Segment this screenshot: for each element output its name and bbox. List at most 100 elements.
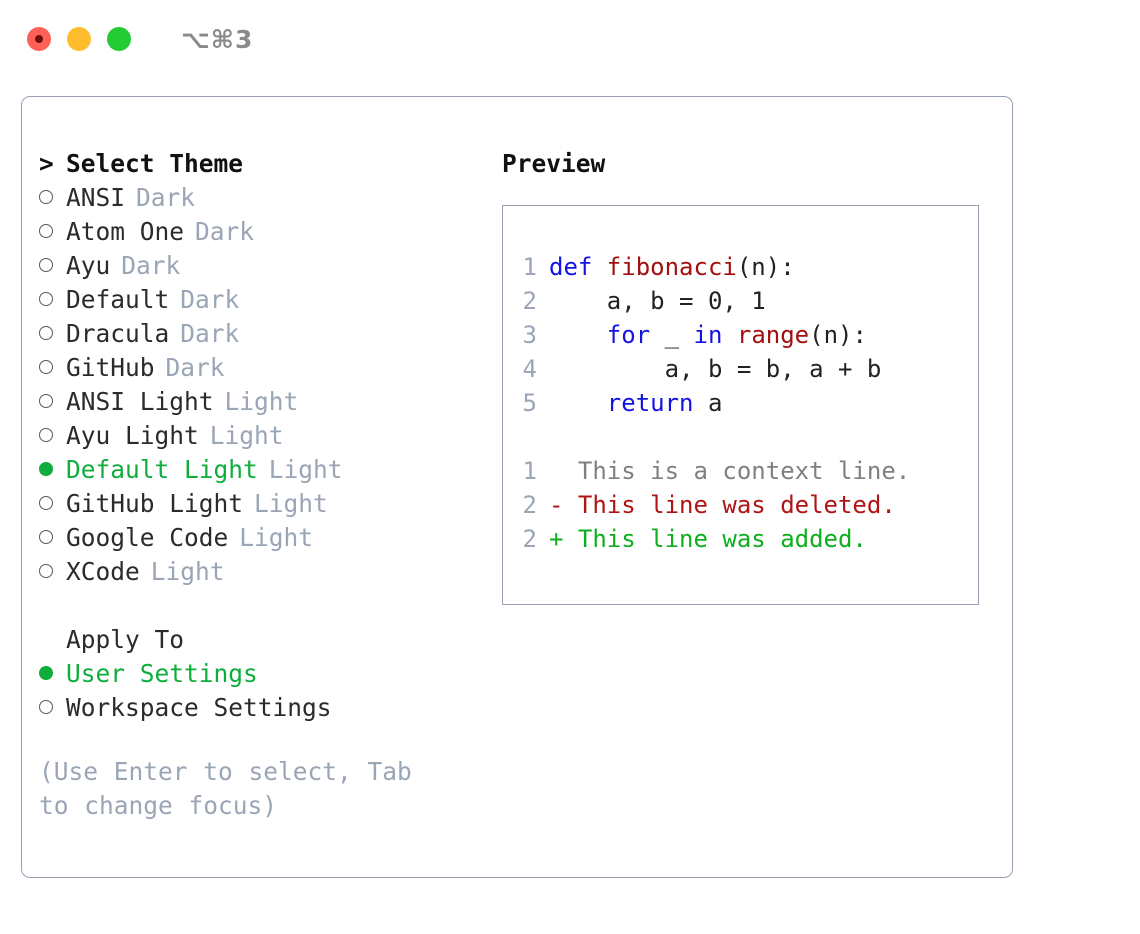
theme-variant-tag: Light <box>268 455 343 484</box>
theme-variant-tag: Light <box>254 489 328 518</box>
theme-list-item[interactable]: Atom One Dark <box>39 215 492 249</box>
diff-content: This is a context line. <box>549 457 911 485</box>
theme-picker-header: > Select Theme <box>39 147 492 181</box>
theme-variant-tag: Dark <box>180 319 240 348</box>
preview-gap <box>503 420 978 454</box>
theme-list-item[interactable]: GitHub Light Light <box>39 487 492 521</box>
page-title: Select Theme <box>66 149 244 178</box>
code-line: 1 def fibonacci(n): <box>503 250 978 284</box>
theme-list-item[interactable]: Dracula Dark <box>39 317 492 351</box>
theme-list-item[interactable]: ANSI Dark <box>39 181 492 215</box>
radio-unselected-icon[interactable] <box>39 283 66 317</box>
window-controls <box>27 27 131 51</box>
theme-name: GitHub Light <box>66 489 244 518</box>
theme-name: ANSI <box>66 183 126 212</box>
line-number: 4 <box>522 355 537 383</box>
theme-name: Ayu <box>66 251 111 280</box>
keyboard-shortcut-label: ⌥⌘3 <box>181 24 254 54</box>
theme-list-item[interactable]: GitHub Dark <box>39 351 492 385</box>
radio-unselected-icon[interactable] <box>39 385 66 419</box>
code-token: _ <box>650 321 694 349</box>
theme-variant-tag: Dark <box>195 217 255 246</box>
prompt-caret-icon: > <box>39 149 54 178</box>
keyboard-hint-text: (Use Enter to select, Tab to change focu… <box>39 757 412 820</box>
theme-list-item[interactable]: Google Code Light <box>39 521 492 555</box>
line-number: 2 <box>522 287 537 315</box>
diff-line-context: 1 This is a context line. <box>503 454 978 488</box>
line-number: 2 <box>522 525 537 553</box>
line-number: 3 <box>522 321 537 349</box>
code-token: a, b = b, a + b <box>549 355 882 383</box>
diff-content: - This line was deleted. <box>549 491 896 519</box>
preview-box: 1 def fibonacci(n): 2 a, b = 0, 1 3 for … <box>502 205 979 605</box>
theme-list-item[interactable]: Ayu Light Light <box>39 419 492 453</box>
main-panel: > Select Theme ANSI Dark Atom One Dark A… <box>21 96 1013 878</box>
code-content: a, b = 0, 1 <box>549 284 766 318</box>
diff-content: + This line was added. <box>549 525 867 553</box>
apply-to-title: Apply To <box>66 625 185 654</box>
minimize-button[interactable] <box>67 27 91 51</box>
code-content: a, b = b, a + b <box>549 352 882 386</box>
theme-name: Dracula <box>66 319 170 348</box>
recording-indicator-icon <box>35 35 43 43</box>
code-token: def <box>549 253 607 281</box>
radio-unselected-icon[interactable] <box>39 317 66 351</box>
theme-variant-tag: Dark <box>180 285 240 314</box>
radio-unselected-icon[interactable] <box>39 351 66 385</box>
code-token: return <box>606 389 694 417</box>
theme-list-item[interactable]: ANSI Light Light <box>39 385 492 419</box>
maximize-button[interactable] <box>107 27 131 51</box>
theme-list-item-selected[interactable]: Default Light Light <box>39 453 492 487</box>
code-token: fibonacci <box>606 253 737 281</box>
theme-picker-column: > Select Theme ANSI Dark Atom One Dark A… <box>22 97 492 877</box>
line-number: 5 <box>522 389 537 417</box>
theme-variant-tag: Dark <box>121 251 181 280</box>
radio-selected-icon[interactable] <box>39 453 66 487</box>
code-token: a, b = 0, 1 <box>549 287 766 315</box>
theme-variant-tag: Light <box>209 421 284 450</box>
radio-unselected-icon[interactable] <box>39 521 66 555</box>
theme-list-item[interactable]: Ayu Dark <box>39 249 492 283</box>
close-button[interactable] <box>27 27 51 51</box>
diff-line-deleted: 2 - This line was deleted. <box>503 488 978 522</box>
theme-name: Atom One <box>66 217 185 246</box>
apply-to-header: Apply To <box>39 623 492 657</box>
code-line: 3 for _ in range(n): <box>503 318 978 352</box>
theme-name: Google Code <box>66 523 229 552</box>
apply-to-option[interactable]: Workspace Settings <box>39 691 492 725</box>
radio-selected-icon[interactable] <box>39 657 66 691</box>
theme-variant-tag: Light <box>239 523 314 552</box>
theme-variant-tag: Light <box>224 387 299 416</box>
theme-variant-tag: Light <box>150 557 225 586</box>
preview-title: Preview <box>502 149 606 178</box>
code-line: 5 return a <box>503 386 978 420</box>
apply-to-option-label: User Settings <box>66 659 258 688</box>
radio-unselected-icon[interactable] <box>39 419 66 453</box>
radio-unselected-icon[interactable] <box>39 555 66 589</box>
code-token: in <box>693 321 723 349</box>
theme-name: Default <box>66 285 170 314</box>
theme-list-item[interactable]: XCode Light <box>39 555 492 589</box>
list-spacer <box>39 589 492 623</box>
theme-name: XCode <box>66 557 140 586</box>
theme-list-item[interactable]: Default Dark <box>39 283 492 317</box>
line-number: 1 <box>522 253 537 281</box>
code-content: for _ in range(n): <box>549 318 867 352</box>
radio-unselected-icon[interactable] <box>39 215 66 249</box>
code-token <box>549 321 607 349</box>
radio-unselected-icon[interactable] <box>39 487 66 521</box>
radio-unselected-icon[interactable] <box>39 249 66 283</box>
code-token: for <box>606 321 651 349</box>
theme-name: ANSI Light <box>66 387 214 416</box>
code-token <box>722 321 736 349</box>
title-bar: ⌥⌘3 <box>0 0 1140 78</box>
apply-to-option-selected[interactable]: User Settings <box>39 657 492 691</box>
code-line: 2 a, b = 0, 1 <box>503 284 978 318</box>
radio-unselected-icon[interactable] <box>39 691 66 725</box>
line-number: 1 <box>522 457 537 485</box>
code-token: a <box>693 389 723 417</box>
radio-unselected-icon[interactable] <box>39 181 66 215</box>
code-content: def fibonacci(n): <box>549 250 795 284</box>
theme-name: GitHub <box>66 353 155 382</box>
